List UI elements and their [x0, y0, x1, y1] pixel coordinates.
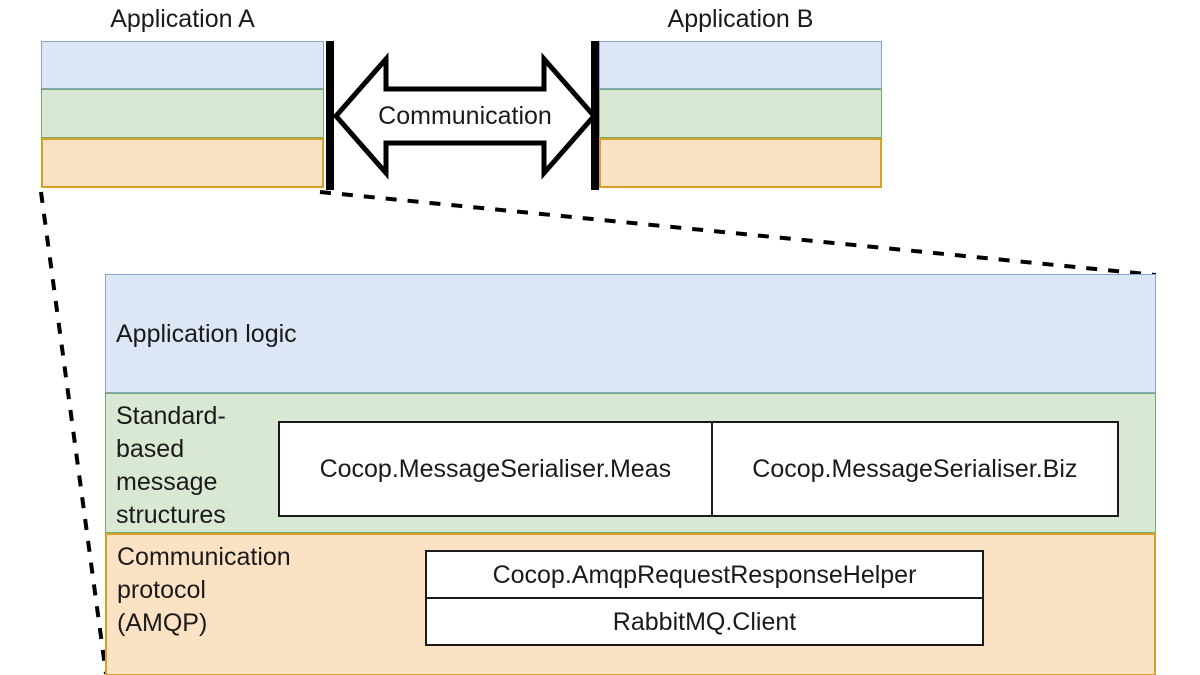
app-b-layer-communication-protocol: [599, 138, 882, 188]
component-message-serialiser-biz[interactable]: Cocop.MessageSerialiser.Biz: [710, 423, 1117, 515]
component-amqp-request-response-helper[interactable]: Cocop.AmqpRequestResponseHelper: [492, 560, 917, 589]
connector-line-left: [39, 191, 108, 675]
app-b-layer-application-logic: [599, 41, 882, 89]
app-b-layer-message-structures: [599, 89, 882, 138]
serialiser-component-group: Cocop.MessageSerialiser.Meas Cocop.Messa…: [278, 421, 1119, 517]
application-a-title: Application A: [110, 5, 255, 33]
app-b-interface-bar: [591, 41, 599, 190]
application-b-title: Application B: [667, 5, 814, 33]
component-message-serialiser-meas[interactable]: Cocop.MessageSerialiser.Meas: [319, 455, 672, 483]
application-b-stack: [599, 41, 882, 191]
detail-layer-communication-protocol: Communication protocol (AMQP) Cocop.Amqp…: [105, 533, 1156, 675]
detail-caption-message-structures: Standard- based message structures: [116, 402, 226, 529]
amqp-component-group: Cocop.AmqpRequestResponseHelper RabbitMQ…: [425, 550, 984, 646]
connector-line-right: [319, 190, 1157, 277]
application-a-stack: [41, 41, 324, 191]
detail-layer-message-structures: Standard- based message structures Cocop…: [105, 393, 1156, 533]
app-a-layer-communication-protocol: [41, 138, 324, 188]
component-rabbitmq-client[interactable]: RabbitMQ.Client: [427, 597, 982, 644]
communication-label: Communication: [378, 102, 552, 130]
app-a-layer-application-logic: [41, 41, 324, 89]
app-a-interface-bar: [326, 41, 334, 190]
app-a-layer-message-structures: [41, 89, 324, 138]
detail-caption-application-logic: Application logic: [116, 320, 297, 348]
detail-caption-communication-protocol: Communication protocol (AMQP): [117, 543, 291, 637]
detail-panel: Application logic Standard- based messag…: [105, 274, 1156, 675]
detail-layer-application-logic: Application logic: [105, 274, 1156, 393]
